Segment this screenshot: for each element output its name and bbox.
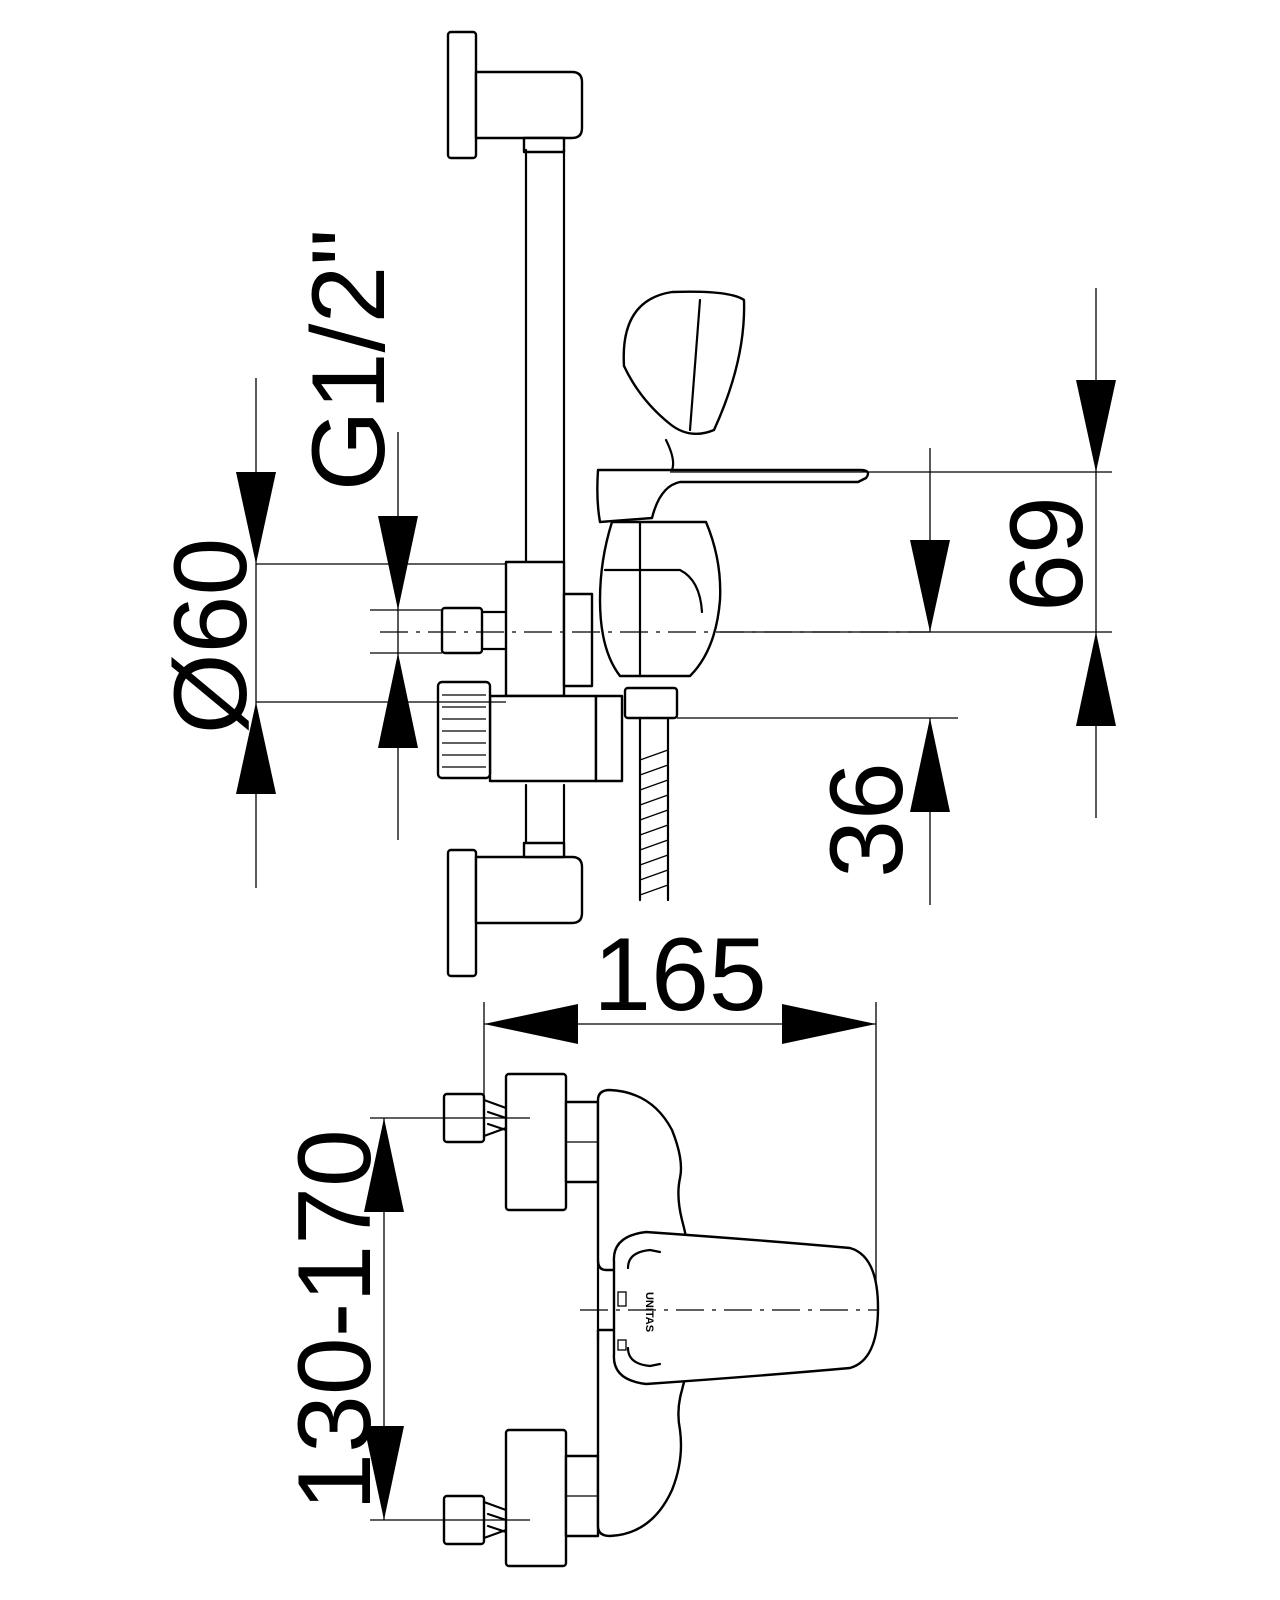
thread-dimension <box>378 432 418 840</box>
height-lower-dimension <box>910 718 950 905</box>
lower-eccentric <box>442 1428 600 1568</box>
upper-eccentric <box>442 1072 600 1212</box>
side-extension-lines <box>256 471 1112 719</box>
diameter-dimension <box>236 378 276 888</box>
thread-label: G1/2" <box>291 229 407 491</box>
inlet-connector <box>440 606 508 655</box>
depth-dimension: 165 <box>483 917 877 1320</box>
height-upper-dimension <box>910 288 1116 818</box>
knurled-nut <box>436 680 492 780</box>
hose-side <box>623 686 679 902</box>
lever-handle-side <box>596 468 870 678</box>
side-view: Ø60 G1/2" 69 36 <box>153 30 1116 978</box>
mixer-body-side <box>488 560 624 783</box>
top-view: 165 <box>277 917 880 1568</box>
height-lower-label: 36 <box>809 762 925 878</box>
upper-wall-bracket <box>446 30 584 160</box>
shower-head-side <box>622 290 746 472</box>
spacing-label: 130-170 <box>277 1129 393 1511</box>
brand-label: UNITAS <box>643 1292 655 1332</box>
lower-wall-bracket <box>446 841 584 978</box>
height-upper-label: 69 <box>989 496 1105 612</box>
slide-rail <box>524 148 566 862</box>
spacing-dimension: 130-170 <box>277 1117 530 1521</box>
lever-handle-top: UNITAS <box>612 1230 880 1386</box>
diameter-label: Ø60 <box>153 538 269 735</box>
depth-label: 165 <box>593 917 767 1033</box>
